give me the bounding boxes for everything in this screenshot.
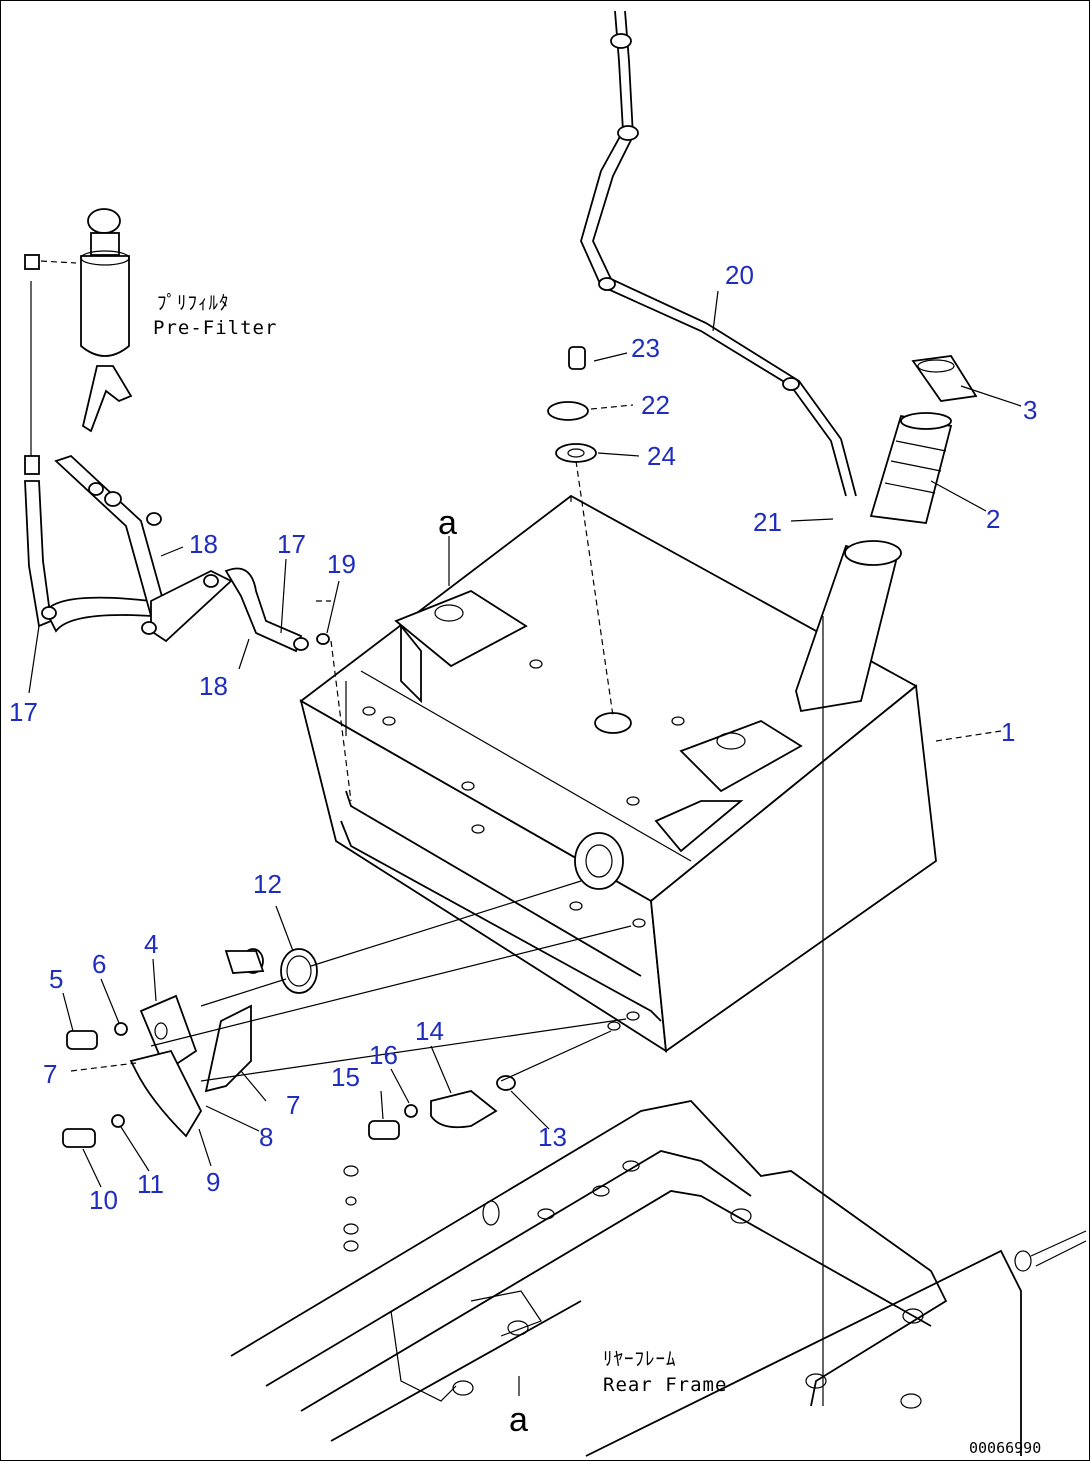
callout-5: 5 <box>49 964 63 994</box>
callout-9: 9 <box>206 1167 220 1197</box>
prefilter-label-en: Pre-Filter <box>153 317 277 339</box>
callout-6: 6 <box>92 949 106 979</box>
ref-a-bottom: a <box>509 1401 528 1439</box>
callout-17b: 17 <box>9 697 38 727</box>
pre-filter <box>24 208 133 433</box>
drawing-code: 00066990 <box>969 1439 1041 1457</box>
rearframe-label-en: Rear Frame <box>603 1374 727 1396</box>
strainer <box>869 412 953 524</box>
callout-14: 14 <box>415 1016 444 1046</box>
callout-17a: 17 <box>277 529 306 559</box>
callout-7a: 7 <box>43 1059 57 1089</box>
rearframe-label-jp: ﾘﾔｰﾌﾚｰﾑ <box>603 1348 677 1370</box>
callout-18b: 18 <box>199 671 228 701</box>
gauge-parts <box>547 346 614 717</box>
callout-16: 16 <box>369 1040 398 1070</box>
callout-10: 10 <box>89 1185 118 1215</box>
callout-4: 4 <box>144 929 158 959</box>
callout-12: 12 <box>253 869 282 899</box>
filler-cap <box>911 355 978 402</box>
callouts: 1 2 3 4 5 6 7 7 8 9 10 11 12 13 14 15 16… <box>9 260 1037 1215</box>
prefilter-label-jp: ﾌﾟﾘﾌｨﾙﾀ <box>157 292 230 314</box>
leader-lines <box>28 290 1022 1396</box>
callout-23: 23 <box>631 333 660 363</box>
callout-3: 3 <box>1023 395 1037 425</box>
mount-bracket <box>62 880 632 1148</box>
callout-7b: 7 <box>286 1090 300 1120</box>
callout-24: 24 <box>647 441 676 471</box>
callout-15: 15 <box>331 1062 360 1092</box>
callout-1: 1 <box>1001 717 1015 747</box>
callout-18a: 18 <box>189 529 218 559</box>
callout-8: 8 <box>259 1122 273 1152</box>
bolt-set <box>368 1030 612 1140</box>
fuel-tank <box>299 494 937 1053</box>
callout-11: 11 <box>137 1169 164 1199</box>
callout-21: 21 <box>753 507 782 537</box>
callout-2: 2 <box>986 504 1000 534</box>
fuel-hoses <box>24 281 352 802</box>
rear-frame <box>230 1100 1087 1457</box>
breather-hose <box>580 10 857 497</box>
callout-22: 22 <box>641 390 670 420</box>
ref-a-top: a <box>438 504 457 542</box>
callout-19: 19 <box>327 549 356 579</box>
callout-13: 13 <box>538 1122 567 1152</box>
callout-20: 20 <box>725 260 754 290</box>
